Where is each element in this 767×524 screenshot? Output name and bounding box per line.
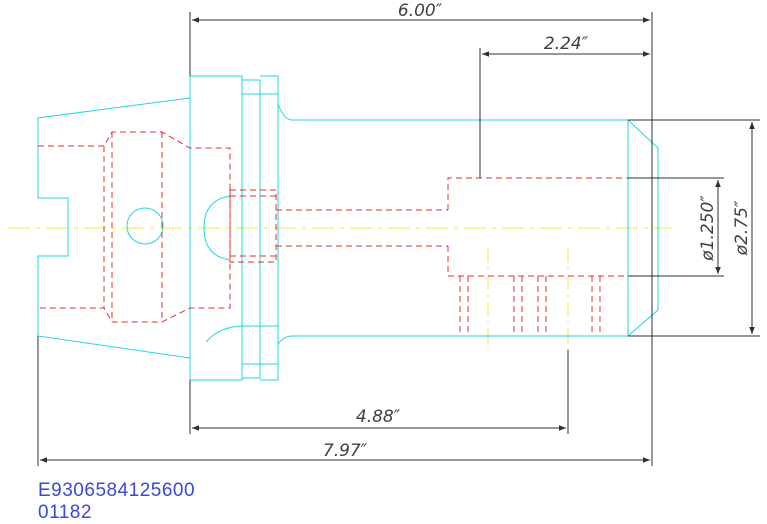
hidden-features xyxy=(38,131,628,336)
dim-overall-length: 6.00″ xyxy=(398,1,443,21)
part-outline xyxy=(37,75,659,381)
drawing-code: 01182 xyxy=(38,502,92,523)
dimension-lines xyxy=(37,12,760,466)
dim-total-length: 7.97″ xyxy=(323,441,368,461)
part-number: E9306584125600 xyxy=(38,480,196,501)
dim-gauge-length: 4.88″ xyxy=(356,407,401,427)
dim-bore-diameter: ø1.250″ xyxy=(698,195,718,262)
dim-bore-depth: 2.24″ xyxy=(544,34,589,54)
dim-body-diameter: ø2.75″ xyxy=(732,200,752,256)
